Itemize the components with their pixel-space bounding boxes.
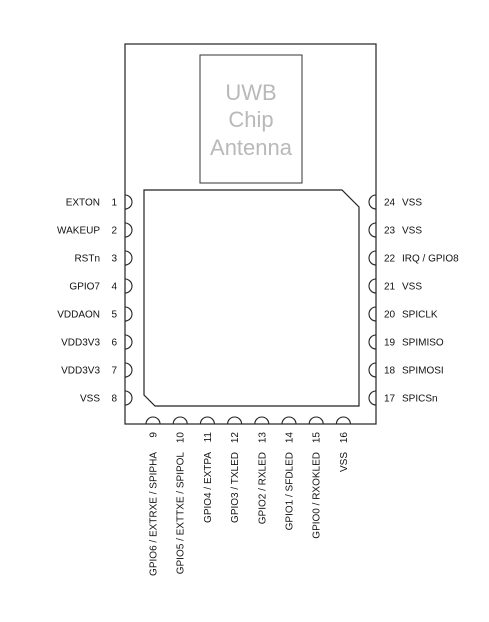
pin-pad-bottom-9 [145, 416, 161, 425]
pin-number-15: 15 [312, 432, 323, 444]
pin-number-19: 19 [384, 338, 396, 349]
pin-number-8: 8 [111, 394, 117, 405]
antenna-label-line-3: Antenna [210, 135, 293, 160]
pin-pad-bottom-14 [281, 416, 297, 425]
pin-pad-bottom-10 [172, 416, 188, 425]
antenna-label-line-2: Chip [228, 107, 273, 132]
pin-label-11: GPIO4 / EXTPA [203, 452, 214, 523]
pin-pad-right-19 [368, 334, 377, 350]
pin-number-16: 16 [339, 432, 350, 444]
pin-number-2: 2 [111, 226, 117, 237]
pin-number-6: 6 [111, 338, 117, 349]
pin-pad-right-22 [368, 250, 377, 266]
pin-label-7: VDD3V3 [61, 366, 100, 377]
pin-pad-left-8 [124, 390, 133, 406]
pin-label-3: RSTn [74, 254, 100, 265]
pin-number-11: 11 [203, 432, 214, 443]
pin-pad-bottom-15 [308, 416, 324, 425]
pin-number-17: 17 [384, 394, 396, 405]
pin-pad-left-3 [124, 250, 133, 266]
pin-pad-left-6 [124, 334, 133, 350]
pin-pad-bottom-11 [199, 416, 215, 425]
pin-label-2: WAKEUP [57, 226, 100, 237]
pin-number-21: 21 [384, 282, 396, 293]
pin-label-10: GPIO5 / EXTTXE / SPIPOL [176, 452, 187, 575]
pin-number-9: 9 [149, 432, 160, 438]
pin-label-17: SPICSn [402, 394, 438, 405]
pin-label-19: SPIMISO [402, 338, 444, 349]
pin-number-23: 23 [384, 226, 396, 237]
pin-number-22: 22 [384, 254, 396, 265]
pin-number-4: 4 [111, 282, 117, 293]
pin-pad-bottom-13 [254, 416, 270, 425]
pin-pad-bottom-12 [227, 416, 243, 425]
pin-number-18: 18 [384, 366, 396, 377]
pin-pad-right-17 [368, 390, 377, 406]
pin-label-24: VSS [402, 198, 422, 209]
pin-label-23: VSS [402, 226, 422, 237]
pin-number-20: 20 [384, 310, 396, 321]
pin-label-5: VDDAON [57, 310, 100, 321]
pin-number-5: 5 [111, 310, 117, 321]
antenna-label-line-1: UWB [225, 80, 276, 105]
pin-pad-left-4 [124, 278, 133, 294]
pin-pad-left-1 [124, 194, 133, 210]
pin-pad-right-24 [368, 194, 377, 210]
pin-number-1: 1 [111, 198, 117, 209]
pin-number-13: 13 [257, 432, 268, 444]
pin-pad-bottom-16 [335, 416, 351, 425]
pin-number-3: 3 [111, 254, 117, 265]
pin-label-12: GPIO3 / TXLED [230, 452, 241, 523]
chip-body [143, 189, 360, 407]
pin-label-1: EXTON [66, 198, 100, 209]
pin-label-9: GPIO6 / EXTRXE / SPIPHA [149, 452, 160, 576]
pin-pad-right-20 [368, 306, 377, 322]
pin-label-13: GPIO2 / RXLED [257, 452, 268, 524]
pin-number-24: 24 [384, 198, 396, 209]
pin-label-8: VSS [80, 394, 100, 405]
pin-label-6: VDD3V3 [61, 338, 100, 349]
pin-number-10: 10 [176, 432, 187, 444]
pin-label-15: GPIO0 / RXOKLED [312, 452, 323, 539]
pins-layer: 1EXTON2WAKEUP3RSTn4GPIO75VDDAON6VDD3V37V… [57, 194, 459, 576]
pin-label-14: GPIO1 / SFDLED [285, 452, 296, 530]
pin-label-21: VSS [402, 282, 422, 293]
pin-pad-left-5 [124, 306, 133, 322]
pin-pad-left-7 [124, 362, 133, 378]
pin-number-12: 12 [230, 432, 241, 444]
antenna-area [199, 54, 303, 184]
pin-number-7: 7 [111, 366, 117, 377]
pin-number-14: 14 [285, 432, 296, 444]
pin-pad-right-21 [368, 278, 377, 294]
pin-label-16: VSS [339, 452, 350, 472]
pin-label-22: IRQ / GPIO8 [402, 254, 459, 265]
pin-label-4: GPIO7 [69, 282, 100, 293]
pin-pad-right-23 [368, 222, 377, 238]
pin-pad-right-18 [368, 362, 377, 378]
pin-label-18: SPIMOSI [402, 366, 444, 377]
pin-label-20: SPICLK [402, 310, 438, 321]
pin-pad-left-2 [124, 222, 133, 238]
